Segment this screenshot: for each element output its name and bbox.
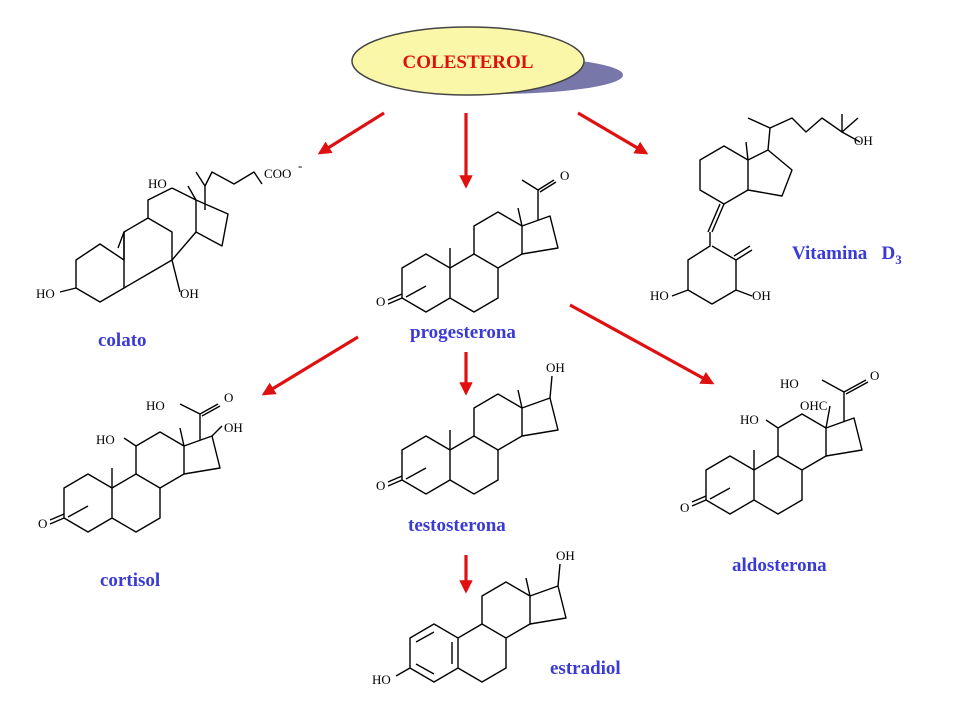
molecule-estradiol: OH HO	[372, 548, 575, 687]
label-testosterona: testosterona	[408, 515, 506, 536]
molecule-progesterona: O O	[376, 168, 569, 313]
label-estradiol: estradiol	[550, 658, 621, 679]
cholesterol-title: COLESTEROL	[403, 52, 534, 73]
atom-estradiol-ho: HO	[372, 672, 391, 687]
label-d3-sub: 3	[895, 251, 902, 267]
atom-aldosterona-o-top: O	[870, 368, 879, 383]
atom-cortisol-oh: OH	[224, 420, 243, 435]
atom-cortisol-ho-mid: HO	[96, 432, 115, 447]
label-vitamina: Vitamina	[792, 243, 868, 264]
molecule-vitamina-d3: OH HO OH	[650, 114, 873, 305]
label-colato: colato	[98, 330, 147, 351]
atom-estradiol-oh: OH	[556, 548, 575, 563]
atom-colato-oh: OH	[180, 286, 199, 301]
cholesterol-node-ellipse	[351, 26, 585, 96]
label-aldosterona: aldosterona	[732, 555, 827, 576]
atom-colato-ho-left: HO	[36, 286, 55, 301]
atom-aldosterona-o-left: O	[680, 500, 689, 515]
atom-vitd3-oh-top: OH	[854, 133, 873, 148]
atom-cortisol-o-top: O	[224, 390, 233, 405]
cholesterol-node: COLESTEROL	[351, 26, 623, 96]
label-progesterona: progesterona	[410, 322, 516, 343]
atom-aldosterona-ho-mid: HO	[740, 412, 759, 427]
atom-colato-coo: COO	[264, 166, 291, 181]
atom-vitd3-ho: HO	[650, 288, 669, 303]
atom-testosterona-o: O	[376, 478, 385, 493]
label-vitamina-d3: Vitamina D3	[792, 243, 902, 268]
arrow-to-vitamina-d3	[577, 111, 649, 155]
atom-progesterona-o-left: O	[376, 294, 385, 309]
atom-testosterona-oh: OH	[546, 360, 565, 375]
atom-aldosterona-ohc: OHC	[800, 398, 827, 413]
molecule-aldosterona: HO O OHC HO O	[680, 368, 879, 515]
atom-colato-minus: -	[298, 158, 302, 173]
atom-cortisol-o-left: O	[38, 516, 47, 531]
atom-aldosterona-ho-top: HO	[780, 376, 799, 391]
arrow-to-cortisol	[261, 335, 359, 396]
label-d3-base: D	[881, 243, 896, 264]
molecule-testosterona: OH O	[376, 360, 565, 495]
label-cortisol: cortisol	[100, 570, 161, 591]
molecule-colato: HO COO - HO OH	[36, 158, 302, 303]
arrow-to-aldosterona	[569, 303, 715, 385]
molecule-cortisol: HO O OH HO O	[38, 390, 243, 533]
atom-vitd3-oh-bottom: OH	[752, 288, 771, 303]
atom-progesterona-o-top: O	[560, 168, 569, 183]
atom-cortisol-ho-top: HO	[146, 398, 165, 413]
atom-colato-ho-top: HO	[148, 176, 167, 191]
arrow-to-colato	[317, 111, 385, 155]
